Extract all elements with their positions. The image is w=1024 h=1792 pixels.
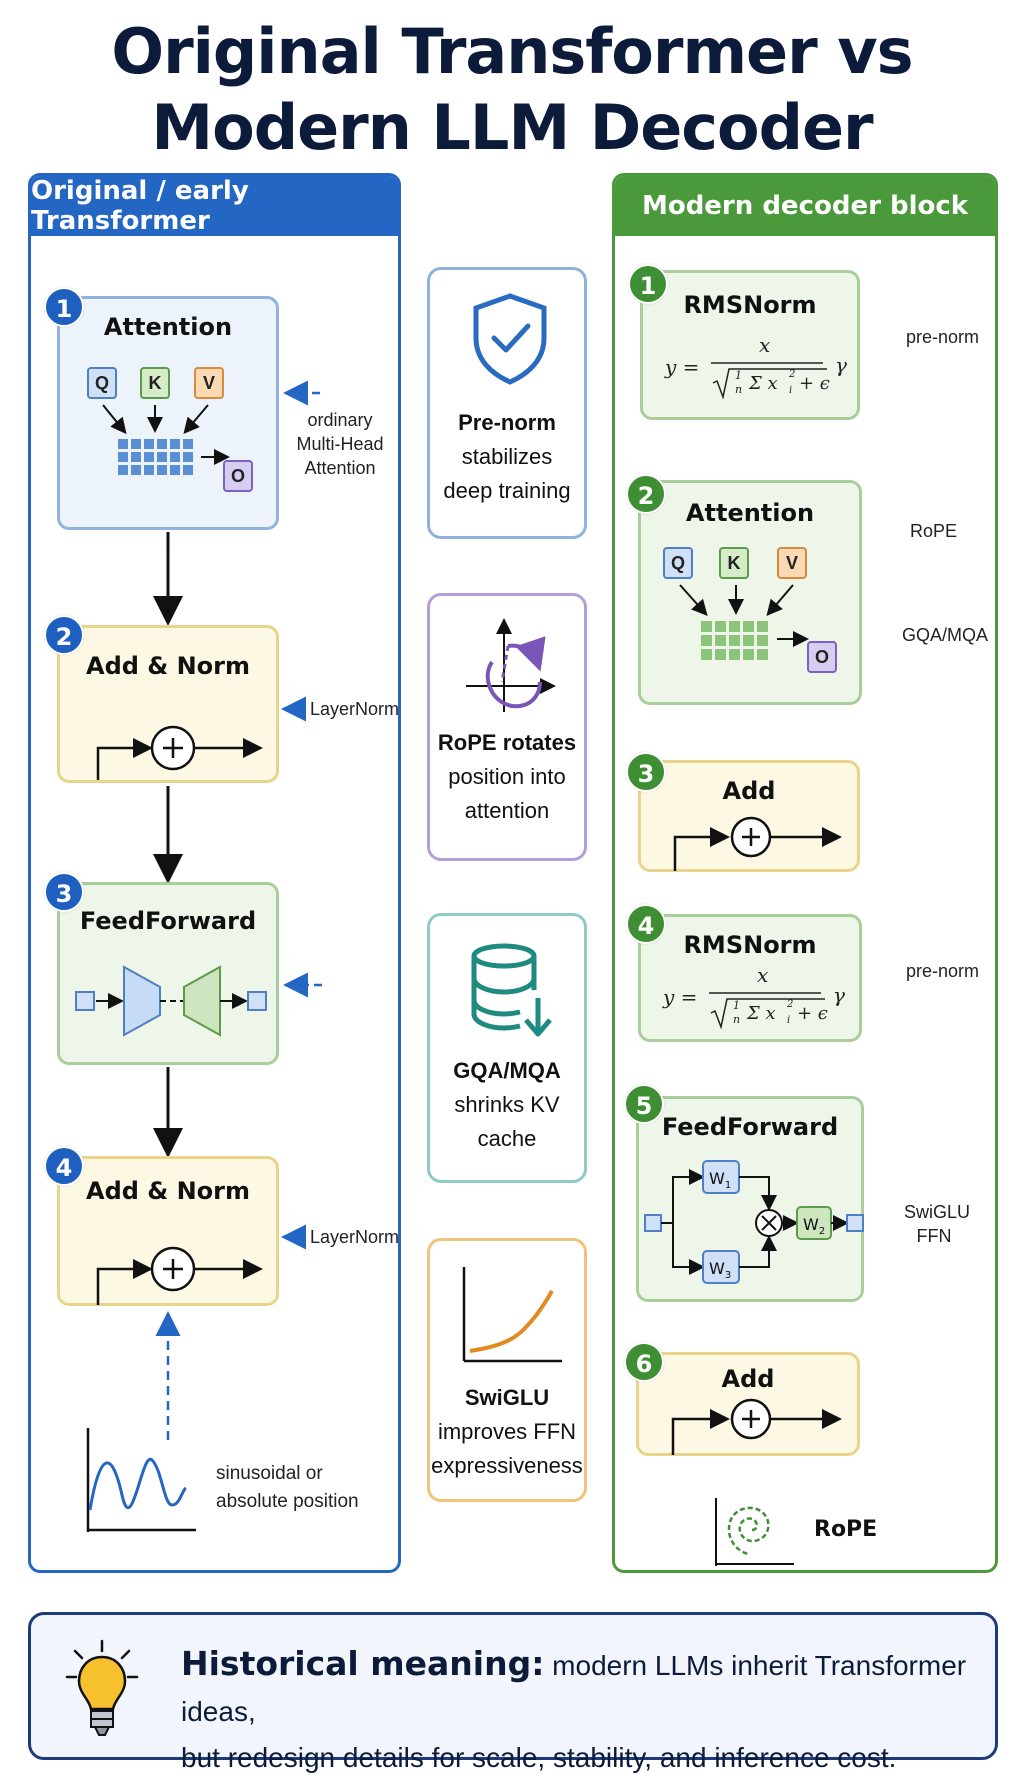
- rope-spiral-icon: [715, 1498, 794, 1566]
- r-k-label: K: [719, 547, 749, 579]
- right-add-block-1: Add: [638, 760, 860, 872]
- right-rmsnorm-block-1: RMSNorm y = x 1 n Σ x 2 i + ϵ γ: [640, 270, 860, 420]
- left-badge-4: 4: [44, 1146, 84, 1186]
- r-v-label: V: [777, 547, 807, 579]
- historical-meaning-banner: Historical meaning: modern LLMs inherit …: [28, 1612, 998, 1773]
- w2-label: W2: [803, 1215, 826, 1238]
- r-q-label: Q: [663, 547, 693, 579]
- curve-graph-icon: [462, 1267, 562, 1363]
- right-note-gqa: GQA/MQA: [902, 625, 989, 645]
- rmsnorm-formula-2: y = x 1 n Σ x 2 i + ϵ γ: [641, 963, 865, 1043]
- plus-circle-icon: [96, 725, 263, 780]
- left-badge-3: 3: [44, 872, 84, 912]
- right-add-block-2: Add: [636, 1352, 860, 1456]
- right-note-swiglu: SwiGLU FFN: [904, 1202, 971, 1246]
- right-badge-6: 6: [624, 1342, 664, 1382]
- right-note-rope: RoPE: [910, 521, 958, 541]
- plus-circle-icon-3: [673, 816, 842, 871]
- ffn-bottleneck-icon: [75, 965, 267, 1037]
- title-line-1: Original Transformer vs: [111, 15, 913, 88]
- plus-circle-icon-2: [96, 1246, 263, 1305]
- o-label: O: [223, 460, 253, 492]
- title-line-2: Modern LLM Decoder: [151, 91, 873, 164]
- middle-text-prenorm: Pre-norm stabilizes deep training: [443, 410, 571, 503]
- lightbulb-icon: [65, 1639, 139, 1736]
- right-add-title-1: Add: [722, 777, 776, 805]
- right-rmsnorm-title-2: RMSNorm: [683, 931, 817, 959]
- w3-label: W3: [709, 1259, 732, 1282]
- sinusoid-graph-icon: [86, 1428, 196, 1532]
- left-note-layernorm-1: LayerNorm: [310, 699, 400, 719]
- w1-label: W1: [709, 1169, 732, 1192]
- right-feedforward-title: FeedForward: [661, 1113, 839, 1141]
- q-label: Q: [87, 367, 117, 399]
- fraction-bar: [711, 362, 827, 400]
- left-addnorm-block-1: Add & Norm: [57, 625, 279, 783]
- v-label: V: [194, 367, 224, 399]
- historical-meaning-line1: modern LLMs inherit Transformer ideas,: [181, 1650, 967, 1727]
- rotation-axes-icon: [466, 618, 556, 712]
- right-add-title-2: Add: [721, 1365, 775, 1393]
- left-addnorm-title-1: Add & Norm: [86, 652, 250, 680]
- right-badge-1: 1: [628, 264, 668, 304]
- right-badge-2: 2: [626, 474, 666, 514]
- historical-meaning-text: Historical meaning: modern LLMs inherit …: [181, 1641, 981, 1781]
- left-note-mha: ordinary Multi-Head Attention: [296, 410, 384, 478]
- left-feedforward-title: FeedForward: [79, 907, 257, 935]
- left-badge-1: 1: [44, 287, 84, 327]
- middle-card-prenorm: Pre-norm stabilizes deep training: [427, 267, 587, 539]
- right-badge-5: 5: [624, 1084, 664, 1124]
- middle-text-swiglu: SwiGLU improves FFN expressiveness: [431, 1385, 583, 1478]
- r-o-label: O: [807, 641, 837, 673]
- historical-meaning-line2: but redesign details for scale, stabilit…: [181, 1742, 897, 1773]
- right-note-prenorm-2: pre-norm: [906, 961, 980, 981]
- left-addnorm-title-2: Add & Norm: [86, 1177, 250, 1205]
- left-feedforward-block: FeedForward: [57, 882, 279, 1065]
- left-attention-title: Attention: [103, 313, 233, 341]
- original-panel-header: Original / early Transformer: [31, 176, 398, 236]
- right-feedforward-block: FeedForward W1 W3 W2: [636, 1096, 864, 1302]
- rope-label: RoPE: [814, 1517, 878, 1542]
- database-arrow-icon: [471, 943, 552, 1037]
- middle-text-gqa: GQA/MQA shrinks KV cache: [453, 1058, 561, 1151]
- right-attention-block: Attention Q K V O: [638, 480, 862, 705]
- right-note-prenorm-1: pre-norm: [906, 327, 980, 347]
- gqa-grid-icon: [679, 584, 809, 660]
- right-rmsnorm-block-2: RMSNorm y = x 1 n Σ x 2 i + ϵ γ: [638, 914, 862, 1042]
- right-badge-4: 4: [626, 904, 666, 944]
- plus-circle-icon-4: [671, 1398, 842, 1455]
- left-attention-block: Attention Q K V O: [57, 296, 279, 530]
- shield-check-icon: [473, 293, 547, 385]
- swiglu-diagram-icon: [644, 1160, 864, 1284]
- middle-text-rope: RoPE rotates position into attention: [437, 730, 577, 823]
- attention-grid-icon: [102, 404, 230, 475]
- right-rmsnorm-title-1: RMSNorm: [683, 291, 817, 319]
- modern-panel-header: Modern decoder block: [615, 176, 995, 236]
- left-addnorm-block-2: Add & Norm: [57, 1156, 279, 1306]
- middle-card-gqa: GQA/MQA shrinks KV cache: [427, 913, 587, 1183]
- fraction-bar-2: [709, 992, 825, 1030]
- right-badge-3: 3: [626, 752, 666, 792]
- historical-meaning-highlight: Historical meaning:: [181, 1644, 545, 1683]
- left-badge-2: 2: [44, 615, 84, 655]
- left-note-layernorm-2: LayerNorm: [310, 1227, 400, 1247]
- right-attention-title: Attention: [685, 499, 815, 527]
- page-title: Original Transformer vs Modern LLM Decod…: [0, 14, 1024, 166]
- rmsnorm-formula-1: y = x 1 n Σ x 2 i + ϵ γ: [643, 331, 863, 411]
- middle-card-rope: RoPE rotates position into attention: [427, 593, 587, 861]
- middle-card-swiglu: SwiGLU improves FFN expressiveness: [427, 1238, 587, 1502]
- left-position-note: sinusoidal or absolute position: [216, 1463, 359, 1512]
- k-label: K: [140, 367, 170, 399]
